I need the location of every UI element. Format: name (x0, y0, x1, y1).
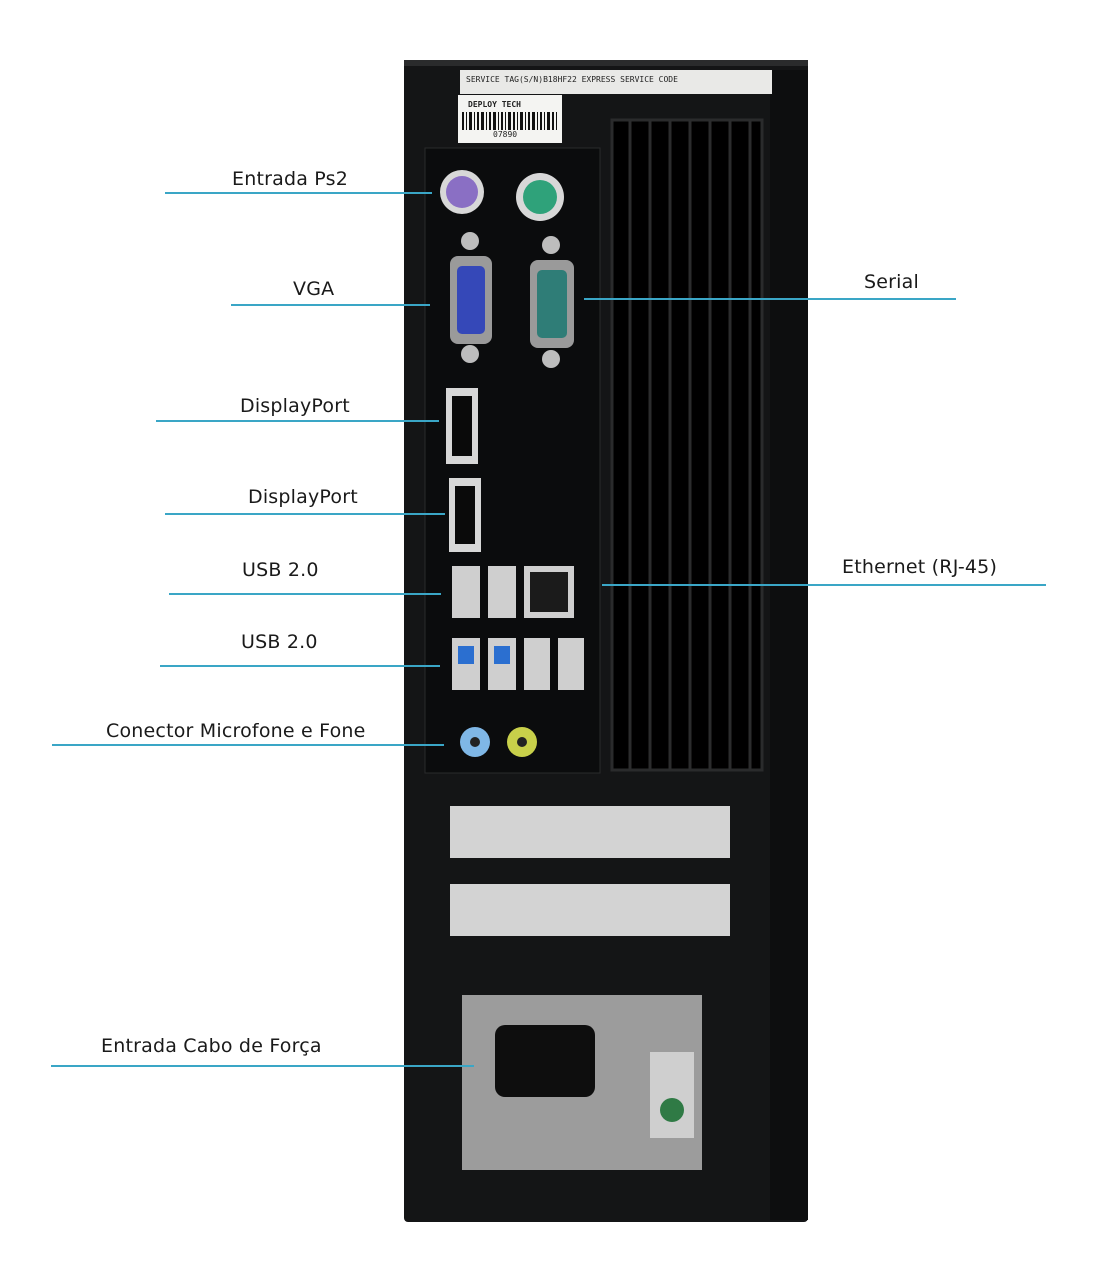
label-serial: Serial (864, 271, 919, 293)
displayport-1 (446, 388, 478, 464)
serial-port (530, 236, 574, 368)
power-supply (462, 995, 702, 1170)
service-tag-sticker (458, 70, 772, 143)
leader-ethernet (602, 584, 1046, 586)
leader-serial (584, 298, 956, 300)
leader-displayport-1 (156, 420, 439, 422)
sticker-brand: DEPLOY TECH (468, 100, 521, 109)
leader-vga (231, 304, 430, 306)
usb-row-1 (452, 566, 516, 618)
usb-row-2 (452, 638, 584, 690)
label-displayport-1: DisplayPort (240, 395, 350, 417)
label-ethernet: Ethernet (RJ-45) (842, 556, 998, 578)
label-usb-1: USB 2.0 (242, 559, 319, 581)
leader-displayport-2 (165, 513, 445, 515)
label-vga: VGA (293, 278, 335, 300)
leader-usb-1 (169, 593, 441, 595)
leader-usb-2 (160, 665, 440, 667)
service-tag-line: SERVICE TAG(S/N)B18HF22 EXPRESS SERVICE … (466, 75, 678, 84)
label-displayport-2: DisplayPort (248, 486, 358, 508)
label-usb-2: USB 2.0 (241, 631, 318, 653)
leader-ps2 (165, 192, 432, 194)
vga-port (450, 232, 492, 363)
ethernet-port (524, 566, 574, 618)
barcode-number: 07890 (493, 130, 518, 139)
case-side-rail (770, 70, 808, 1220)
expansion-slots (450, 806, 730, 936)
leader-power (51, 1065, 474, 1067)
displayport-2 (449, 478, 481, 552)
label-audio: Conector Microfone e Fone (106, 720, 366, 742)
label-ps2: Entrada Ps2 (232, 168, 349, 190)
label-power: Entrada Cabo de Força (101, 1035, 322, 1057)
vent-grid (610, 118, 764, 772)
leader-audio (52, 744, 444, 746)
ps2-mouse-port (523, 180, 557, 214)
